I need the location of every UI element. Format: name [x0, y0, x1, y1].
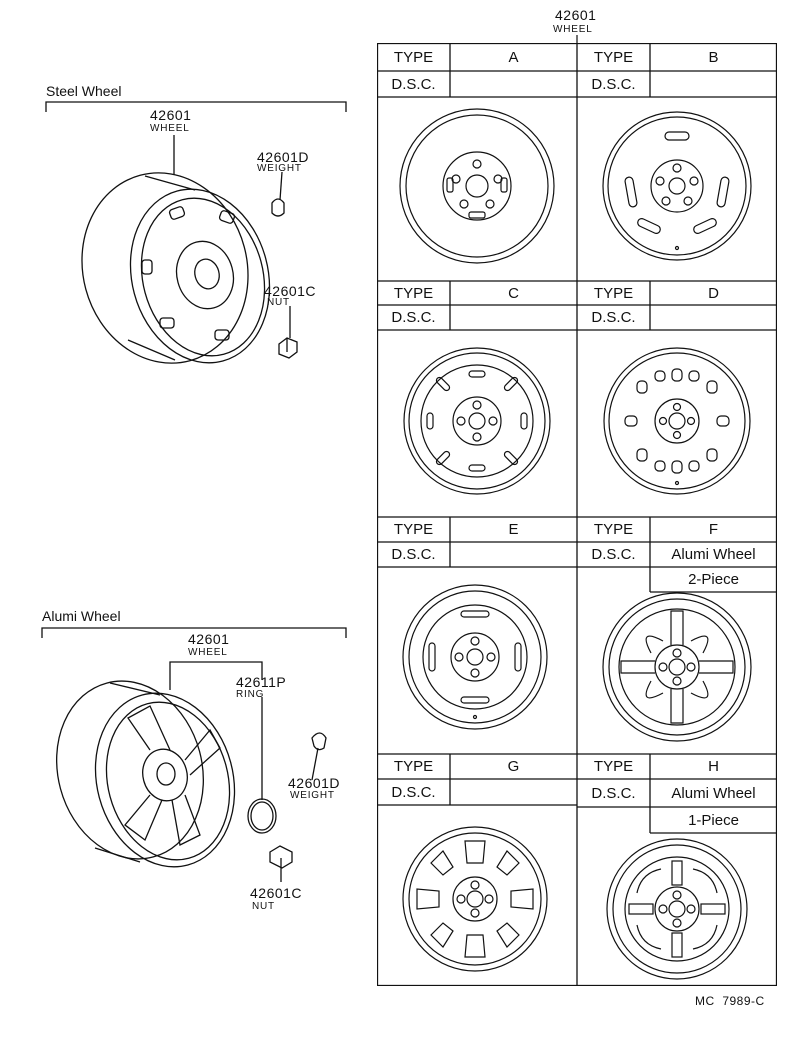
steel-nut-part-name: NUT	[267, 297, 290, 308]
alumi-ring-part-number: 42611P	[236, 674, 287, 690]
steel-section-title: Steel Wheel	[46, 83, 122, 99]
dsc-value-f: Alumi Wheel	[671, 546, 756, 563]
wheel-d-drawing	[603, 347, 751, 495]
dsc-label-e: D.S.C.	[391, 546, 436, 563]
wheel-h-drawing	[606, 838, 748, 980]
type-value-b: B	[708, 48, 719, 66]
wheel-c-drawing	[403, 347, 551, 495]
type-value-e: E	[508, 521, 519, 538]
wheel-type-table: TYPE A D.S.C. TYPE B D.S.C. TYPE C D.S.C…	[377, 43, 777, 986]
alumi-nut-part-name: NUT	[252, 901, 275, 912]
dsc-label-a: D.S.C.	[391, 75, 436, 93]
type-label-a: TYPE	[393, 48, 434, 66]
dsc-label-g: D.S.C.	[391, 783, 436, 801]
alumi-wheel-part-name: WHEEL	[188, 647, 228, 658]
header-part-name: WHEEL	[553, 24, 593, 35]
wheel-f-drawing	[602, 592, 752, 742]
type-label-d: TYPE	[593, 284, 634, 302]
type-value-d: D	[708, 284, 719, 302]
dsc-value-h: Alumi Wheel	[671, 784, 756, 802]
steel-wheel-part-name: WHEEL	[150, 123, 190, 134]
type-label-e: TYPE	[393, 521, 434, 538]
alumi-nut-part-number: 42601C	[250, 885, 303, 901]
type-value-f: F	[708, 521, 719, 538]
alumi-weight-part-name: WEIGHT	[290, 790, 335, 801]
alumi-wheel-part-number: 42601	[188, 631, 230, 647]
steel-weight-part-number: 42601D	[257, 149, 310, 165]
steel-weight-part-name: WEIGHT	[257, 163, 302, 174]
type-label-c: TYPE	[393, 284, 434, 302]
alumi-ring-part-name: RING	[236, 689, 265, 700]
dsc-label-f: D.S.C.	[591, 546, 636, 563]
dsc-label-h: D.S.C.	[591, 784, 636, 802]
steel-wheel-part-number: 42601	[150, 107, 192, 123]
wheel-g-drawing	[402, 826, 548, 972]
dsc-label-d: D.S.C.	[591, 309, 636, 326]
alumi-weight-part-number: 42601D	[288, 775, 341, 791]
alumi-section-title: Alumi Wheel	[42, 608, 121, 624]
wheel-a-drawing	[399, 108, 555, 264]
extra-value-f: 2-Piece	[688, 571, 739, 588]
steel-nut-part-number: 42601C	[264, 283, 317, 299]
wheel-type-drawings	[399, 108, 752, 980]
type-value-h: H	[708, 758, 719, 775]
type-label-b: TYPE	[593, 48, 634, 66]
type-label-f: TYPE	[593, 521, 634, 538]
header-part-number: 42601	[555, 7, 597, 23]
footer-code: MC 7989-C	[695, 994, 765, 1008]
wheel-b-drawing	[602, 111, 752, 261]
type-label-h: TYPE	[593, 758, 634, 775]
type-value-g: G	[507, 758, 520, 775]
extra-value-h: 1-Piece	[688, 811, 739, 829]
type-value-a: A	[508, 48, 519, 66]
table-grid-lines	[377, 43, 777, 986]
type-label-g: TYPE	[393, 758, 434, 775]
type-value-c: C	[508, 284, 519, 302]
wheel-e-drawing	[402, 584, 548, 730]
dsc-label-b: D.S.C.	[591, 75, 636, 93]
dsc-label-c: D.S.C.	[391, 309, 436, 326]
